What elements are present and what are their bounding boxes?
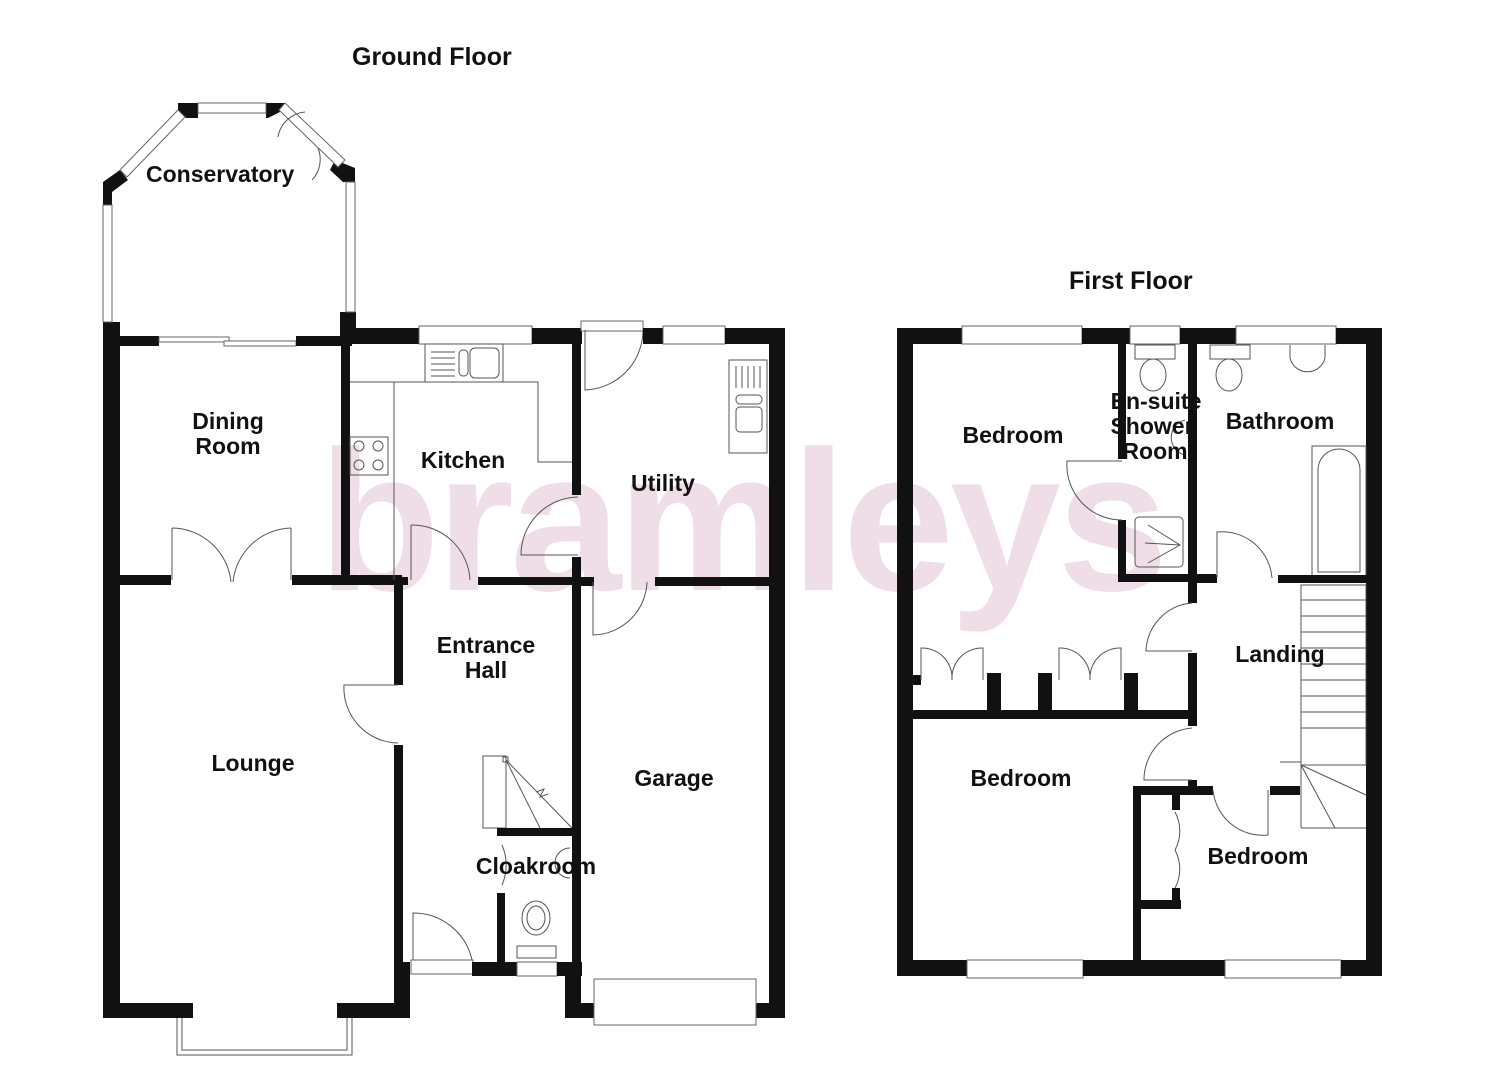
ensuite-toilet-icon [1139,358,1167,392]
west-wall [103,330,120,1018]
room-label-dining-2: Room [195,433,260,459]
bath-icon [1311,445,1367,579]
basin-icon [554,847,571,879]
first-floor-plan: Bedroom En-suite Shower Room Bathroom La… [897,325,1382,979]
conservatory-walls [102,102,356,342]
wardrobe-2-doors [1058,647,1122,681]
room-label-entrance-hall: Entrance [437,632,535,658]
room-label-garage: Garage [634,765,713,791]
shower-tray-icon [1134,516,1184,568]
bay-window [176,1018,353,1056]
ground-floor-title: Ground Floor [352,43,512,71]
utility-door-swing [520,496,579,556]
room-label-lounge: Lounge [211,750,294,776]
understairs-cupboard [482,755,573,829]
garage-door [593,978,757,1026]
room-label-entrance-hall-2: Hall [465,657,507,683]
toilet-icon [516,900,557,959]
bathroom-basin-icon [1289,345,1326,373]
room-label-ensuite-2: Shower [1110,413,1193,439]
ensuite-door-swing [1066,460,1123,521]
utility-sink-icon [728,359,768,454]
room-label-cloakroom: Cloakroom [476,853,596,879]
room-label-utility: Utility [631,470,695,496]
room-label-bathroom: Bathroom [1226,408,1335,434]
room-label-bedroom-1: Bedroom [963,422,1064,448]
cupboard-doors [1174,811,1181,889]
room-label-bedroom-2: Bedroom [971,765,1072,791]
room-label-landing: Landing [1235,641,1324,667]
room-label-bedroom-3: Bedroom [1208,843,1309,869]
room-label-kitchen: Kitchen [421,447,505,473]
room-label-conservatory: Conservatory [146,161,294,187]
hob-icon [349,436,389,476]
ensuite-basin-icon [1170,419,1186,456]
room-label-ensuite-1: En-suite [1111,388,1202,414]
ground-floor-plan: Conservatory Dining Room Kitchen Utility… [102,102,785,1056]
kitchen-sink-icon [424,343,504,383]
staircase [1280,584,1367,829]
room-label-ensuite-3: Room [1122,438,1187,464]
wardrobe-1-doors [920,647,984,681]
kitchen-worktop [350,381,572,463]
bathroom-toilet-icon [1215,358,1243,392]
watermark: bramleys [318,410,1164,633]
room-label-dining: Dining [192,408,264,434]
first-floor-title: First Floor [1069,267,1193,295]
